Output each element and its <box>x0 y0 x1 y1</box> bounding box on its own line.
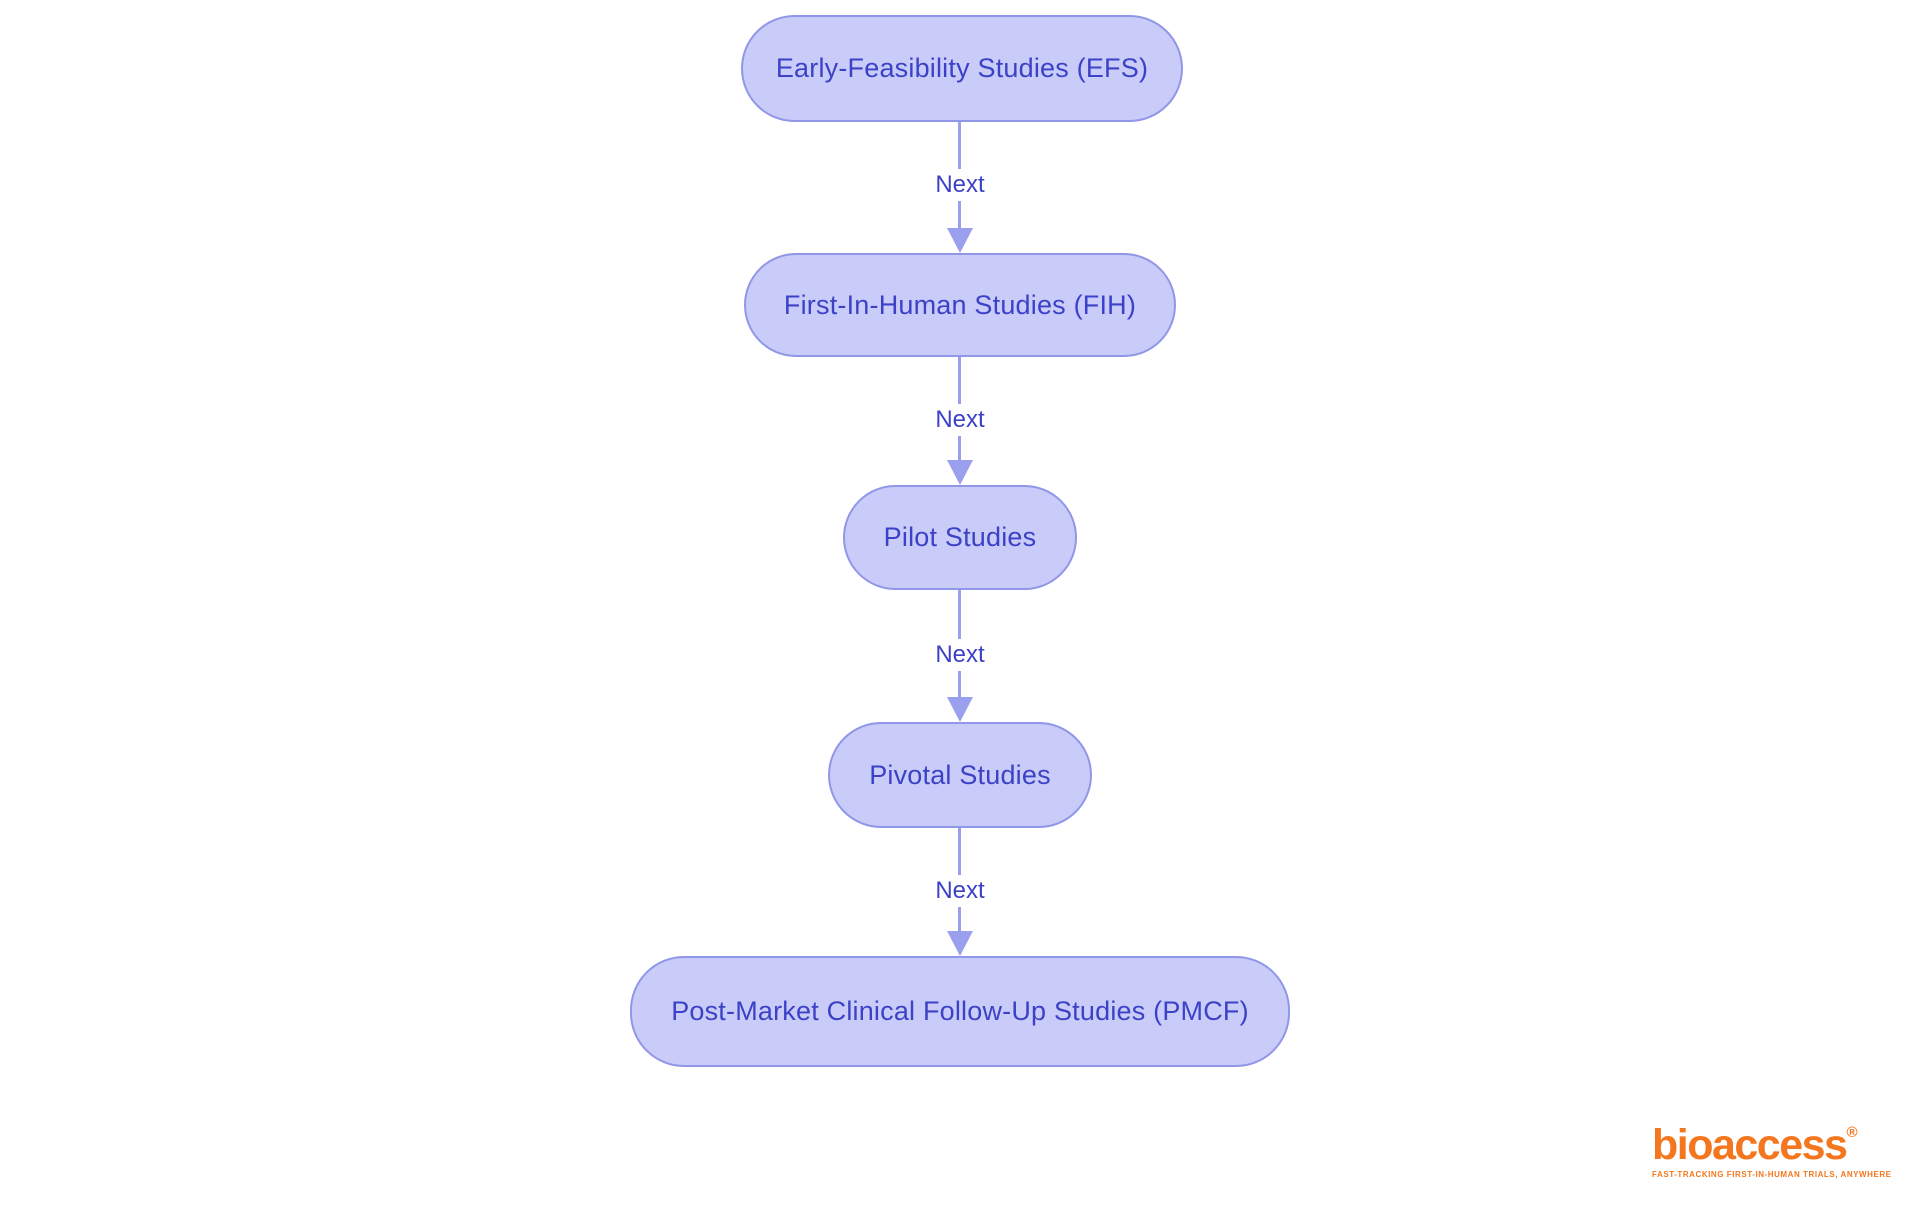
edge-label-efs-fih: Next <box>927 169 993 201</box>
node-label-efs: Early-Feasibility Studies (EFS) <box>775 53 1149 83</box>
node-label-pilot: Pilot Studies <box>883 522 1037 552</box>
flowchart-node-pmcf: Post-Market Clinical Follow-Up Studies (… <box>630 956 1290 1067</box>
arrow-head-icon <box>947 460 973 485</box>
node-label-pivotal: Pivotal Studies <box>869 759 1051 790</box>
flowchart-node-pivotal: Pivotal Studies <box>828 722 1092 828</box>
flowchart-node-fih: First-In-Human Studies (FIH) <box>744 253 1176 357</box>
flowchart-node-efs: Early-Feasibility Studies (EFS) <box>741 15 1183 122</box>
arrow-head-icon <box>947 931 973 956</box>
edge-label-pilot-pivotal: Next <box>927 639 993 671</box>
arrow-head-icon <box>947 228 973 253</box>
bioaccess-wordmark: bioaccess® <box>1652 1121 1858 1169</box>
registered-trademark-icon: ® <box>1846 1124 1858 1141</box>
node-label-fih: First-In-Human Studies (FIH) <box>783 289 1137 320</box>
edge-label-fih-pilot: Next <box>927 404 993 436</box>
edge-label-pivotal-pmcf: Next <box>927 875 993 907</box>
node-label-pmcf: Post-Market Clinical Follow-Up Studies (… <box>671 996 1249 1026</box>
flowchart-node-pilot: Pilot Studies <box>843 485 1077 590</box>
bioaccess-tagline: FAST-TRACKING FIRST-IN-HUMAN TRIALS, ANY… <box>1652 1170 1892 1179</box>
bioaccess-logo: bioaccess® FAST-TRACKING FIRST-IN-HUMAN … <box>1652 1121 1892 1180</box>
arrow-head-icon <box>947 697 973 722</box>
